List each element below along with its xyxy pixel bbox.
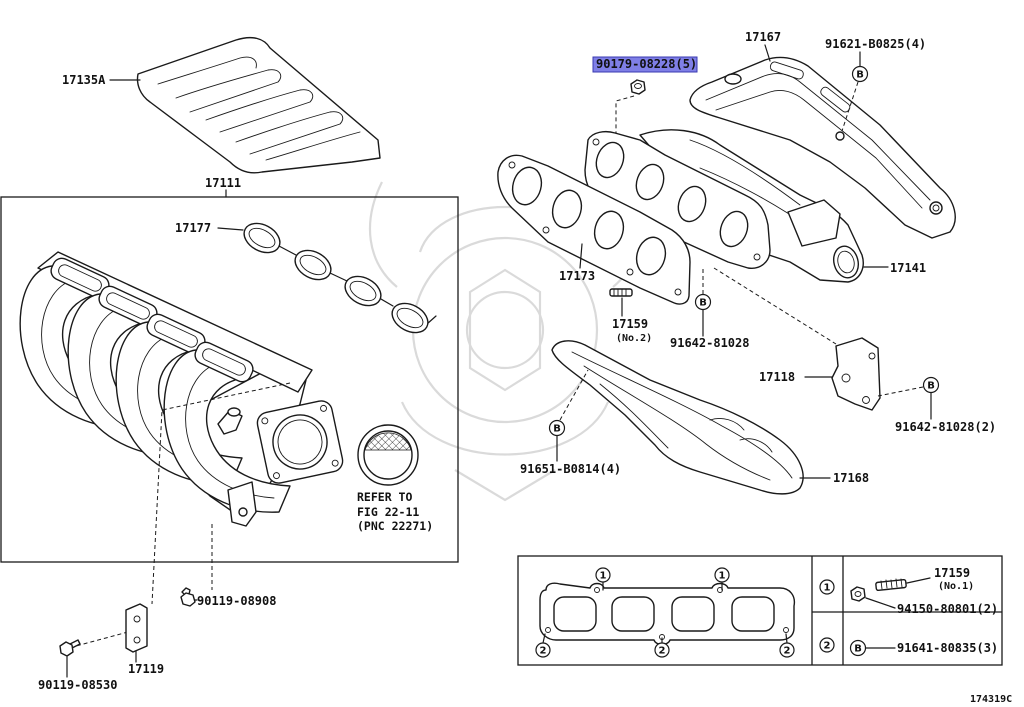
marker-2: 2 (654, 642, 670, 658)
dashed-line (615, 95, 635, 134)
callout-17135A[interactable]: 17135A (62, 73, 106, 87)
svg-text:2: 2 (824, 641, 831, 652)
callout-17167[interactable]: 17167 (745, 30, 781, 44)
marker-b: B (851, 65, 869, 83)
legend-17159-no1[interactable]: 17159 (934, 566, 970, 580)
dashed-line (713, 267, 837, 345)
svg-text:B: B (927, 381, 935, 392)
marker-1: 1 (714, 567, 730, 583)
dashed-line (151, 382, 291, 605)
bracket-17118 (831, 337, 881, 411)
selected-callout-highlight (592, 56, 698, 73)
exhaust-manifold-17141 (584, 129, 864, 283)
bolt-90119-08908 (180, 587, 196, 607)
bolt-90119-08530 (59, 639, 81, 657)
exhaust-gasket-17173 (497, 154, 691, 305)
dashed-line (559, 369, 589, 421)
throttle-flange (256, 400, 344, 484)
legend-box (517, 555, 1003, 666)
callout-17119[interactable]: 17119 (128, 662, 164, 676)
marker-b: B (849, 639, 867, 657)
dashed-line (841, 81, 859, 132)
svg-text:2: 2 (540, 646, 547, 657)
gasket-outline-detail (539, 582, 796, 646)
intake-manifold (19, 251, 344, 527)
legend-91641-80835[interactable]: 91641-80835(3) (897, 641, 998, 655)
leader-position-1 (602, 581, 723, 591)
callout-91642-81028-2[interactable]: 91642-81028(2) (895, 420, 996, 434)
dashed-line (877, 386, 924, 397)
svg-text:1: 1 (719, 571, 726, 582)
leader-position-2 (542, 633, 788, 644)
dashed-line (75, 631, 129, 647)
leader-94150-80801 (865, 597, 896, 609)
marker-b: B (548, 419, 566, 437)
ref-note-line-1[interactable]: REFER TO (357, 490, 412, 504)
svg-text:B: B (854, 644, 862, 655)
callout-91642-81028[interactable]: 91642-81028 (670, 336, 749, 350)
throttle-gasket-ring (357, 424, 419, 486)
legend-17159-no1-sub[interactable]: (No.1) (938, 581, 974, 592)
svg-text:B: B (553, 424, 561, 435)
figure-code: 174319C (970, 694, 1012, 705)
stud-17159-no2 (609, 288, 633, 297)
leader-17167 (764, 44, 771, 62)
leader-17173 (579, 243, 583, 269)
callout-91651-B0814[interactable]: 91651-B0814(4) (520, 462, 621, 476)
svg-text:2: 2 (659, 646, 666, 657)
svg-text:1: 1 (824, 583, 831, 594)
gasket-17177 (243, 222, 437, 334)
callout-17173[interactable]: 17173 (559, 269, 595, 283)
callout-90119-08530[interactable]: 90119-08530 (38, 678, 117, 692)
svg-text:B: B (699, 298, 707, 309)
nut-90179-08228 (630, 79, 646, 95)
callout-17141[interactable]: 17141 (890, 261, 926, 275)
callout-91621-B0825[interactable]: 91621-B0825(4) (825, 37, 926, 51)
svg-text:B: B (856, 70, 864, 81)
leader-17159-no1 (906, 577, 931, 584)
nut-94150-80801 (850, 586, 866, 602)
marker-1: 1 (595, 567, 611, 583)
leader-17177 (217, 227, 244, 231)
stud-17159-no1 (875, 578, 907, 592)
marker-2: 2 (535, 642, 551, 658)
callout-17168[interactable]: 17168 (833, 471, 869, 485)
legend-key-1: 1 (819, 579, 835, 595)
intake-cover-17135A (136, 36, 381, 174)
assembly-frame-17111 (0, 196, 459, 563)
marker-b: B (922, 376, 940, 394)
callout-90179-08228[interactable]: 90179-08228(5) (596, 57, 697, 71)
legend-key-2: 2 (819, 637, 835, 653)
callout-17177[interactable]: 17177 (175, 221, 211, 235)
legend-94150-80801[interactable]: 94150-80801(2) (897, 602, 998, 616)
callout-17118[interactable]: 17118 (759, 370, 795, 384)
marker-2: 2 (779, 642, 795, 658)
svg-text:2: 2 (784, 646, 791, 657)
callout-17159-no2[interactable]: 17159 (612, 317, 648, 331)
callout-17159-no2-sub[interactable]: (No.2) (616, 333, 652, 344)
heat-insulator-17168 (551, 340, 804, 495)
callout-17111[interactable]: 17111 (205, 176, 241, 190)
marker-b: B (694, 293, 712, 311)
heat-insulator-17167 (689, 56, 956, 239)
ref-note-line-3[interactable]: (PNC 22271) (357, 519, 433, 533)
ref-note-line-2[interactable]: FIG 22-11 (357, 505, 419, 519)
svg-text:1: 1 (600, 571, 607, 582)
watermark (368, 181, 642, 502)
callout-90119-08908[interactable]: 90119-08908 (197, 594, 276, 608)
bracket-17119 (125, 603, 148, 653)
